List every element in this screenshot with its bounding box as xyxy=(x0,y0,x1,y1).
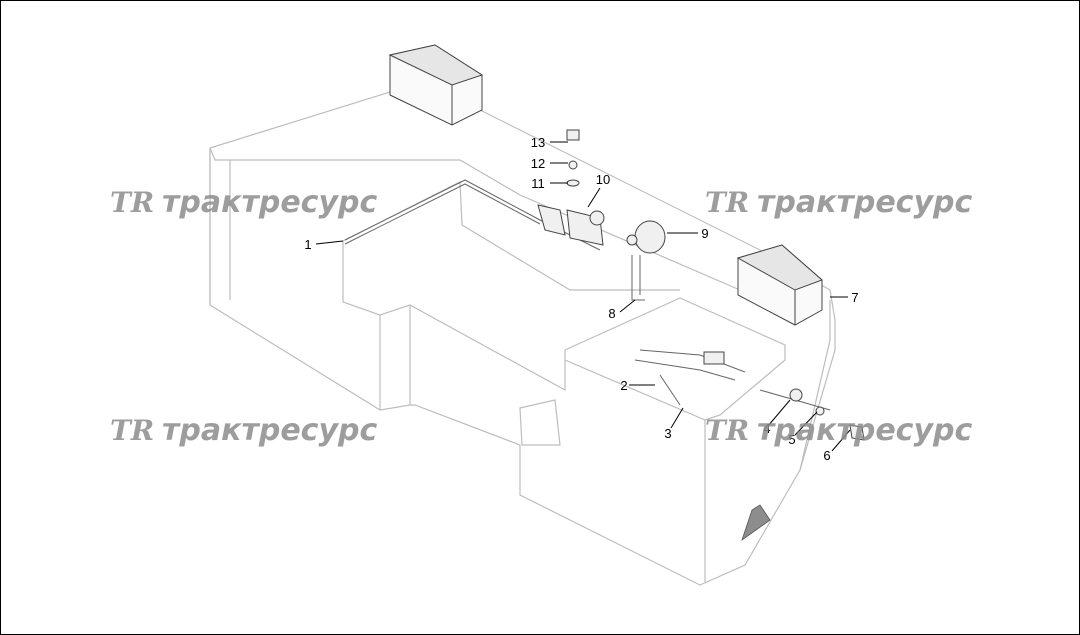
watermark-logo: TR xyxy=(110,186,154,219)
callout-8: 8 xyxy=(608,306,615,321)
watermark-top-right: TR трактресурс xyxy=(705,185,972,220)
cutout-hatch xyxy=(741,504,771,542)
leader-lines xyxy=(315,141,851,452)
callout-6: 6 xyxy=(823,448,830,463)
callout-5: 5 xyxy=(788,432,795,447)
watermark-bottom-right: TR трактресурс xyxy=(705,413,972,448)
callout-1: 1 xyxy=(304,237,311,252)
callout-13: 13 xyxy=(531,135,545,150)
callout-9: 9 xyxy=(701,226,708,241)
tank-body xyxy=(209,91,836,586)
callout-10: 10 xyxy=(596,172,610,187)
watermark-text: трактресурс xyxy=(162,413,377,448)
components xyxy=(537,129,865,441)
callout-3: 3 xyxy=(664,426,671,441)
watermark-text: трактресурс xyxy=(757,185,972,220)
watermark-text: трактресурс xyxy=(757,413,972,448)
callout-2: 2 xyxy=(620,378,627,393)
callout-7: 7 xyxy=(851,290,858,305)
callout-4: 4 xyxy=(763,421,770,436)
watermark-bottom-left: TR трактресурс xyxy=(110,413,377,448)
callout-12: 12 xyxy=(531,156,545,171)
battery-box-top xyxy=(388,44,484,126)
watermark-logo: TR xyxy=(705,414,749,447)
callout-11: 11 xyxy=(531,176,545,191)
battery-box-right xyxy=(736,244,823,326)
watermark-logo: TR xyxy=(110,414,154,447)
watermark-logo: TR xyxy=(705,186,749,219)
watermark-text: трактресурс xyxy=(162,185,377,220)
callout-labels: 1 2 3 4 5 6 7 8 9 10 11 12 13 xyxy=(304,135,858,463)
watermark-top-left: TR трактресурс xyxy=(110,185,377,220)
